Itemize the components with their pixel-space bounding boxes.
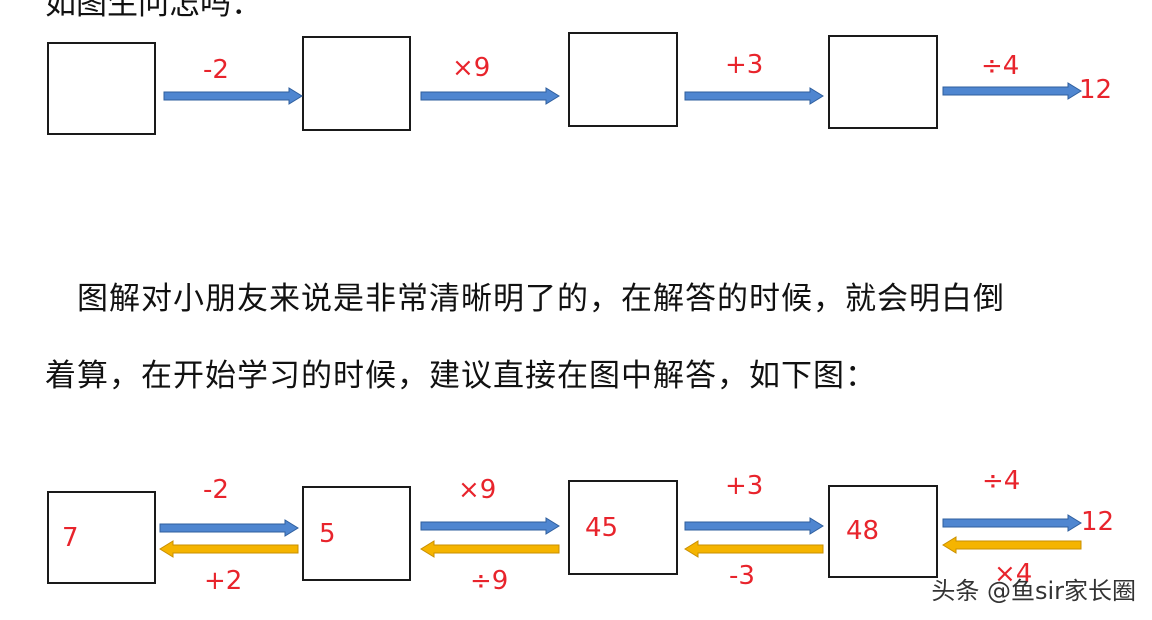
- reverse-arrow-4: [942, 536, 1082, 554]
- forward-arrow-3: [684, 517, 824, 535]
- box-top-3: [568, 32, 678, 127]
- forward-op-3: +3: [725, 471, 764, 501]
- forward-arrow-2: [420, 517, 560, 535]
- op-top-1: -2: [203, 55, 229, 85]
- op-top-3: +3: [725, 50, 764, 80]
- arrow-top-4: [942, 82, 1082, 100]
- box-value-2: 5: [319, 519, 336, 549]
- box-bottom-1: [47, 491, 156, 584]
- box-bottom-2: [302, 486, 411, 581]
- box-value-3: 45: [585, 513, 619, 543]
- result-bottom: 12: [1081, 507, 1115, 537]
- forward-arrow-4: [942, 514, 1082, 532]
- reverse-op-2: ÷9: [470, 566, 509, 596]
- reverse-op-4: ×4: [994, 559, 1033, 589]
- box-value-1: 7: [62, 523, 79, 553]
- watermark: 头条 @鱼sir家长圈: [931, 577, 1136, 605]
- forward-op-4: ÷4: [982, 466, 1021, 496]
- box-bottom-3: [568, 480, 678, 575]
- paragraph-line-1: 图解对小朋友来说是非常清晰明了的，在解答的时候，就会明白倒: [77, 281, 1005, 317]
- op-top-2: ×9: [452, 53, 491, 83]
- arrow-top-2: [420, 87, 560, 105]
- forward-op-2: ×9: [458, 475, 497, 505]
- box-top-1: [47, 42, 156, 135]
- box-top-2: [302, 36, 411, 131]
- reverse-arrow-2: [420, 540, 560, 558]
- arrow-top-1: [163, 87, 303, 105]
- reverse-arrow-1: [159, 540, 299, 558]
- result-top: 12: [1079, 75, 1113, 105]
- forward-arrow-1: [159, 519, 299, 537]
- box-value-4: 48: [846, 516, 880, 546]
- reverse-op-1: +2: [204, 566, 243, 596]
- reverse-op-3: -3: [729, 561, 755, 591]
- paragraph-line-2: 着算，在开始学习的时候，建议直接在图中解答，如下图：: [45, 358, 877, 394]
- box-top-4: [828, 35, 938, 129]
- box-bottom-4: [828, 485, 938, 578]
- forward-op-1: -2: [203, 475, 229, 505]
- cut-off-heading: 如图生问怎吗：: [45, 0, 262, 22]
- arrow-top-3: [684, 87, 824, 105]
- op-top-4: ÷4: [981, 51, 1020, 81]
- reverse-arrow-3: [684, 540, 824, 558]
